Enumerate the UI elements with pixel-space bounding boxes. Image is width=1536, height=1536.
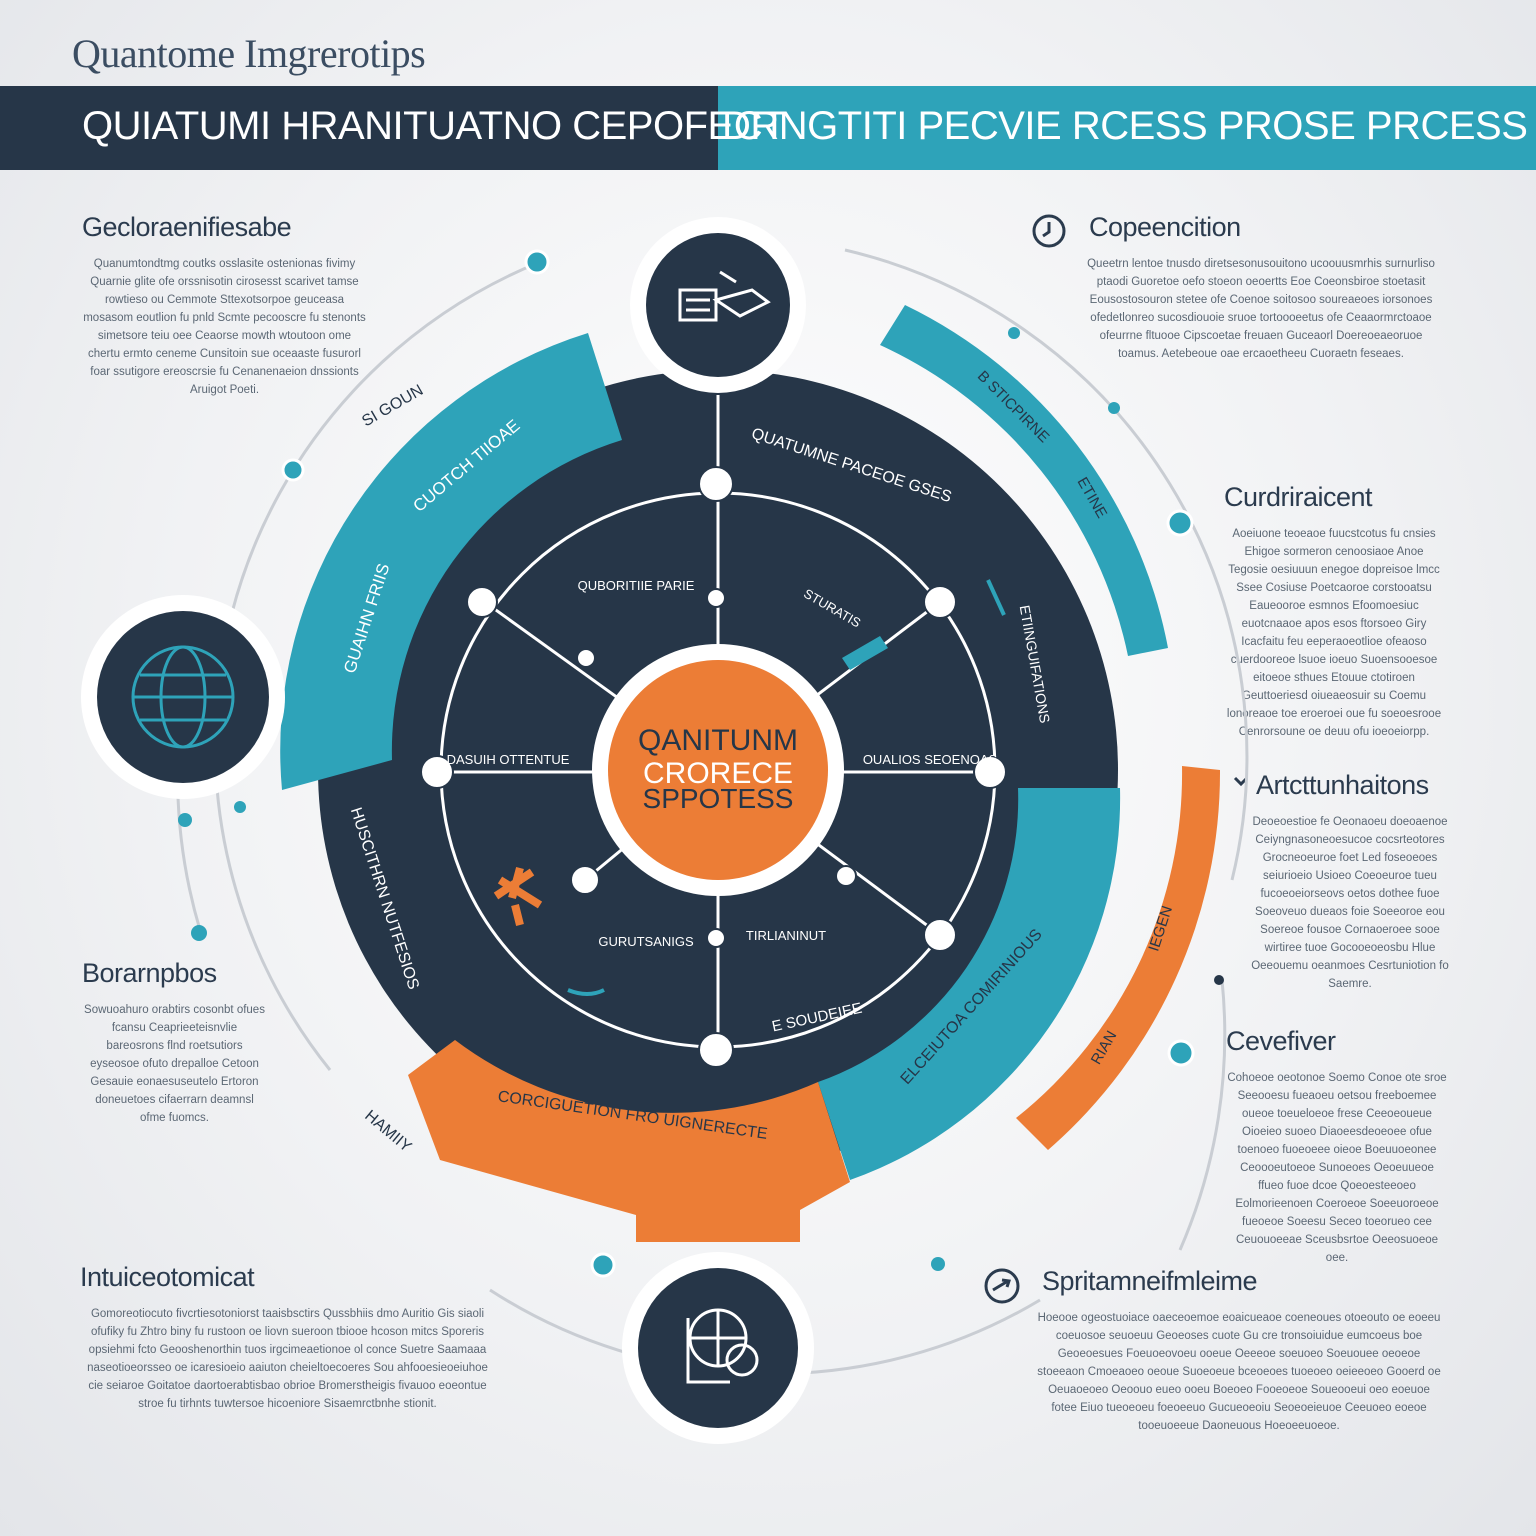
page-top-title: Quantome Imgrerotips xyxy=(72,31,426,76)
node xyxy=(576,648,596,668)
section-body: Sowuoahuro orabtirs cosonbt ofues fcansu… xyxy=(84,1004,265,1124)
guide-arc-far-right xyxy=(1178,979,1227,1251)
section-body: Deoeoestioe fe Oeonaoeu doeoaenoe Ceiyng… xyxy=(1251,816,1449,990)
node xyxy=(835,865,857,887)
top-icon-disk xyxy=(646,233,790,377)
orange-segment-right xyxy=(1016,766,1221,1150)
section-mid-right: Curdriraicent Aoeiuone teoeaoe fuucstcot… xyxy=(1224,482,1444,741)
banner-left-text: QUIATUMI HRANITUATNO CEPOFECT xyxy=(82,104,787,148)
label-inner-right-mid: OUALIOS SEOENOAS xyxy=(863,752,998,767)
node xyxy=(698,466,734,502)
center-line-3: SPPOTESS xyxy=(643,783,794,814)
node xyxy=(923,918,957,952)
label-top-left-arc: SI GOUN xyxy=(359,382,426,431)
orange-mark-icon xyxy=(493,866,543,926)
globe-icon xyxy=(131,645,235,749)
teal-dots xyxy=(178,249,1224,1278)
label-inner-left-top: QUBORITIIE PARIE xyxy=(578,578,695,593)
section-top-right: Copeencition Queetrn lentoe tnusdo diret… xyxy=(1085,212,1437,363)
banner-dark-block xyxy=(0,86,718,170)
section-right-lower: Cevefiver Cohoeoe oeotonoe Soemo Conoe o… xyxy=(1226,1026,1448,1267)
section-top-left: Geclorаenifiesabe Quanumtondtmg coutks o… xyxy=(82,212,367,399)
center-orange-disk xyxy=(608,660,828,880)
section-title: Cevefiver xyxy=(1226,1026,1336,1056)
section-title: Copeencition xyxy=(1089,212,1241,242)
teal-segment-top-left xyxy=(280,333,622,790)
node xyxy=(420,755,454,789)
section-title: Curdriraicent xyxy=(1224,482,1373,512)
section-bottom-center-left: Intuiceotomicat Gomoreotiocuto fivcrties… xyxy=(80,1262,495,1413)
document-icon xyxy=(678,270,771,322)
guide-arc-right xyxy=(844,248,1249,881)
section-body: Gomoreotiocuto fivcrtiesotoniorst taaisb… xyxy=(87,1308,488,1410)
section-body: Hoeooe ogeostuoiace oaeceoemoe eoaicueao… xyxy=(1037,1312,1441,1432)
section-bottom-left: Borarnpbos Sowuoahuro orabtirs cosonbt o… xyxy=(82,958,267,1127)
banner-right-text: DRNGTITI PECVIE RCESS PROSE PRCESS xyxy=(722,104,1528,148)
node xyxy=(706,588,726,608)
section-title: Artcttunhaitons xyxy=(1256,770,1429,800)
arrow-icon xyxy=(984,1268,1020,1304)
label-dark-left-bottom: HAMIIY xyxy=(361,1107,414,1156)
title-banner: QUIATUMI HRANITUATNO CEPOFECT DRNGTITI P… xyxy=(0,86,1536,170)
node xyxy=(973,755,1007,789)
section-title: Geclorаenifiesabe xyxy=(82,212,292,242)
section-title: Intuiceotomicat xyxy=(80,1262,255,1292)
section-right-upper: Artcttunhaitons Deoeoestioe fe Oeonaoeu … xyxy=(1250,770,1450,993)
node xyxy=(923,585,957,619)
teal-segment-bottom-right xyxy=(818,788,1121,1180)
orange-segment-bottom xyxy=(408,1040,850,1242)
section-title: Borarnpbos xyxy=(82,958,217,988)
center-line-1: QANITUNM xyxy=(638,724,798,757)
section-body: Cohoeoe oeotonoe Soemo Conoe ote sroe Se… xyxy=(1227,1072,1447,1264)
section-body: Quanumtondtmg coutks osslasite osteniona… xyxy=(83,258,366,396)
teal-accent-line xyxy=(986,579,1006,616)
section-body: Aoeiuone teoeaoe fuucstcotus fu cnsies E… xyxy=(1226,528,1442,738)
clock-icon xyxy=(1032,214,1066,248)
node xyxy=(706,928,726,948)
section-title: Spritamneifmleime xyxy=(1042,1266,1258,1296)
section-body: Queetrn lentoe tnusdo diretsesonusouiton… xyxy=(1087,258,1435,360)
satellite-icon xyxy=(842,636,888,670)
section-bottom-right: Spritamneifmleime Hoeooe ogeostuoiace oa… xyxy=(1034,1266,1444,1435)
label-inner-left-mid: DASUIH OTTENTUE xyxy=(447,752,570,767)
center-line-2: CRORECE xyxy=(643,757,793,790)
node xyxy=(570,865,600,895)
node xyxy=(698,1032,734,1068)
label-inner-bottom-left: GURUTSANIGS xyxy=(598,934,694,949)
teal-segment-top-right xyxy=(880,305,1168,656)
banner-teal-block xyxy=(718,86,1536,170)
teal-accent-arc xyxy=(567,988,605,996)
node xyxy=(466,586,498,618)
spoke-nodes xyxy=(420,466,1007,1068)
label-inner-bottom-right: TIRLIANINUT xyxy=(746,928,826,943)
compass-icon xyxy=(686,1308,759,1384)
